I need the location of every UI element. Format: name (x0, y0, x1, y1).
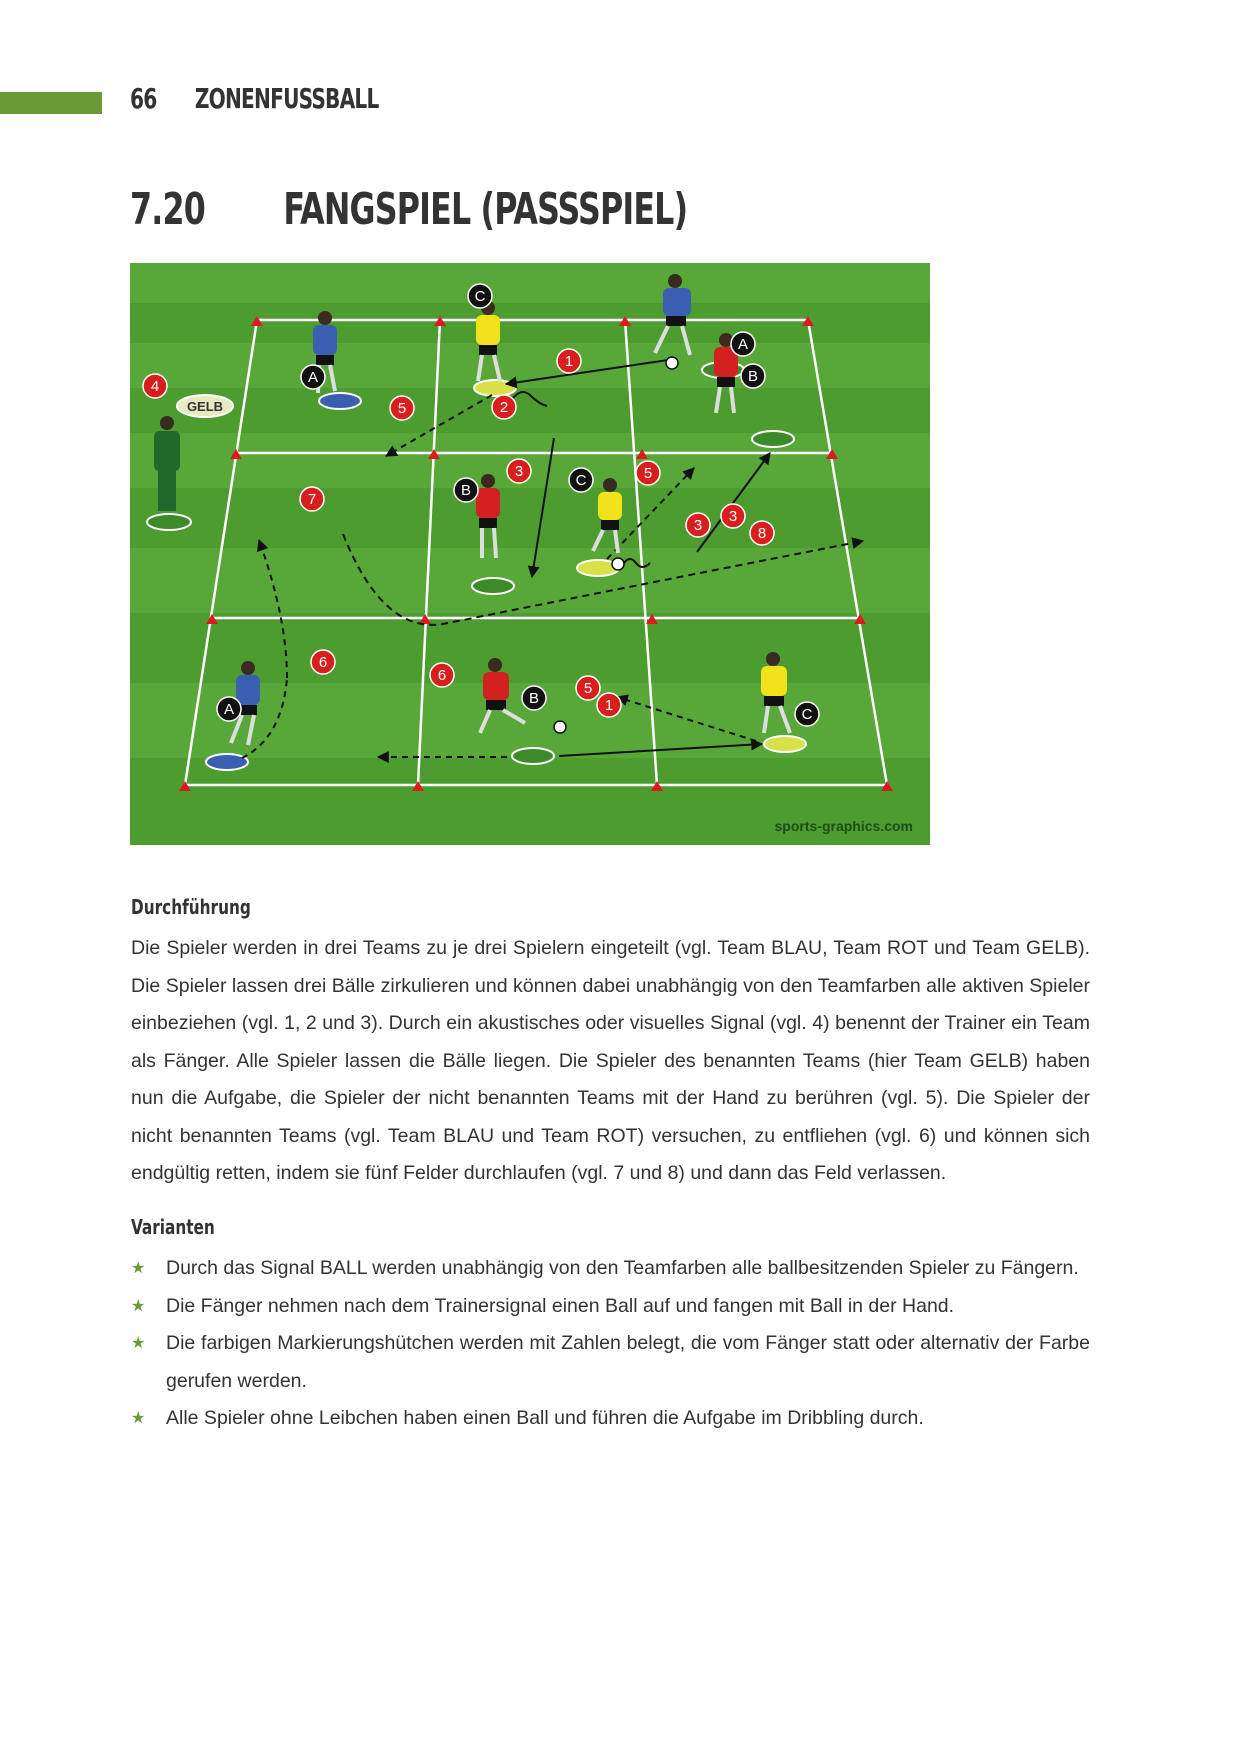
list-item: ★Die farbigen Markierungshütchen werden … (131, 1325, 1090, 1400)
number-badge: 3 (506, 458, 532, 484)
list-item: ★Die Fänger nehmen nach dem Trainersigna… (131, 1288, 1090, 1326)
svg-text:C: C (576, 472, 587, 489)
number-badge: 8 (749, 520, 775, 546)
svg-text:sports-graphics.com: sports-graphics.com (775, 818, 913, 834)
letter-badge: A (730, 331, 756, 357)
number-badge: 1 (556, 348, 582, 374)
number-badge: 1 (596, 692, 622, 718)
svg-text:8: 8 (758, 525, 766, 542)
svg-text:5: 5 (584, 680, 592, 697)
svg-text:2: 2 (500, 399, 508, 416)
svg-text:7: 7 (308, 491, 316, 508)
variants-list: ★Durch das Signal BALL werden unabhängig… (131, 1250, 1090, 1438)
svg-text:A: A (308, 369, 318, 386)
heading-varianten: Varianten (131, 1215, 215, 1239)
header-accent-bar (0, 92, 102, 114)
svg-text:3: 3 (729, 508, 737, 525)
svg-text:B: B (748, 368, 758, 385)
gelb-sign: GELB (176, 394, 234, 418)
svg-text:6: 6 (319, 654, 327, 671)
star-bullet-icon: ★ (131, 1260, 146, 1277)
letter-badge: B (521, 685, 547, 711)
letter-badge: A (300, 364, 326, 390)
body-paragraph: Die Spieler werden in drei Teams zu je d… (131, 937, 1090, 1184)
letter-badge: B (453, 477, 479, 503)
svg-text:3: 3 (515, 463, 523, 480)
number-badge: 5 (635, 460, 661, 486)
star-bullet-icon: ★ (131, 1335, 146, 1352)
svg-text:6: 6 (438, 667, 446, 684)
number-badge: 4 (142, 373, 168, 399)
letter-badge: A (216, 696, 242, 722)
number-badge: 3 (685, 512, 711, 538)
letter-badge: C (794, 701, 820, 727)
svg-text:A: A (224, 701, 234, 718)
number-badge: 7 (299, 486, 325, 512)
cones (179, 316, 893, 791)
letter-badge: C (467, 283, 493, 309)
number-badge: 6 (429, 662, 455, 688)
list-item: ★Alle Spieler ohne Leibchen haben einen … (131, 1400, 1090, 1438)
chapter-title: ZONENFUSSBALL (194, 82, 379, 115)
number-badge: 2 (491, 394, 517, 420)
svg-text:B: B (529, 690, 539, 707)
letter-badge: C (568, 467, 594, 493)
variants-list-container: ★Durch das Signal BALL werden unabhängig… (131, 1250, 1090, 1438)
svg-text:1: 1 (565, 353, 573, 370)
page-number: 66 (130, 82, 157, 115)
heading-durchfuehrung: Durchführung (131, 895, 251, 919)
star-bullet-icon: ★ (131, 1410, 146, 1427)
svg-text:B: B (461, 482, 471, 499)
number-badge: 5 (389, 395, 415, 421)
number-badge: 3 (720, 503, 746, 529)
running-header: 66 ZONENFUSSBALL (130, 82, 379, 115)
svg-text:1: 1 (605, 697, 613, 714)
number-badge: 5 (575, 675, 601, 701)
section-title: 7.20 FANGSPIEL (PASSSPIEL) (130, 184, 688, 235)
svg-text:4: 4 (151, 378, 159, 395)
players (154, 274, 792, 746)
star-bullet-icon: ★ (131, 1297, 146, 1315)
svg-text:A: A (738, 336, 748, 353)
svg-text:C: C (475, 288, 486, 305)
svg-text:3: 3 (694, 517, 702, 534)
letter-badge: B (740, 363, 766, 389)
section-number: 7.20 (130, 184, 206, 235)
number-badge: 6 (310, 649, 336, 675)
list-item: ★Durch das Signal BALL werden unabhängig… (131, 1250, 1090, 1288)
svg-text:GELB: GELB (187, 399, 223, 414)
svg-text:5: 5 (644, 465, 652, 482)
svg-text:5: 5 (398, 400, 406, 417)
section-title-text: FANGSPIEL (PASSSPIEL) (283, 184, 688, 235)
svg-text:C: C (802, 706, 813, 723)
